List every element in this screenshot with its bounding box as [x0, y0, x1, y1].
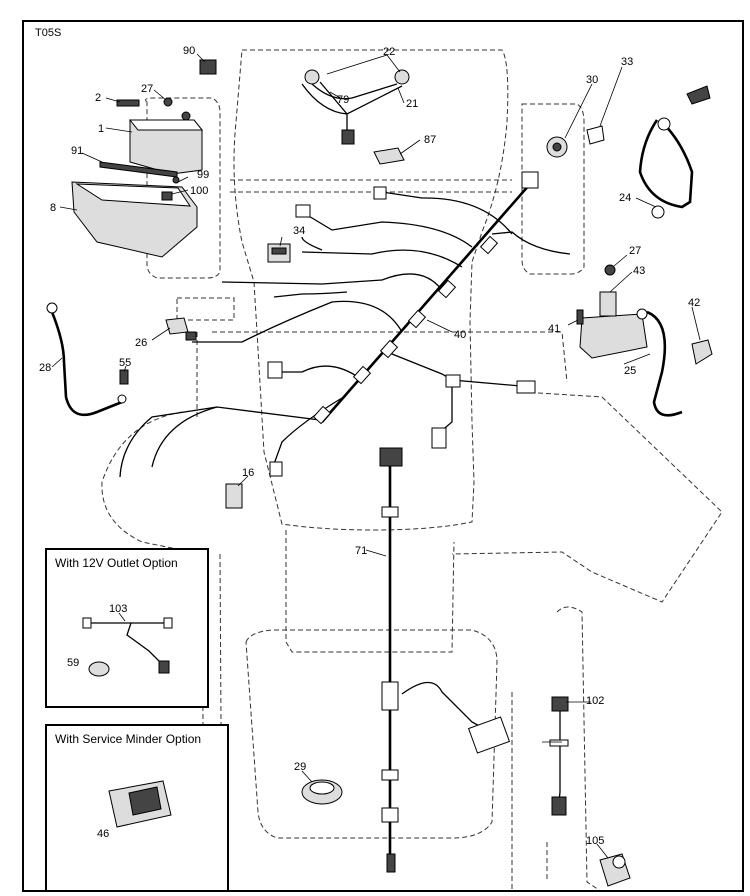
main-harness [119, 183, 571, 478]
leader-lines [51, 54, 701, 859]
part-102 [542, 696, 569, 816]
harness-clips [267, 171, 539, 477]
diagram-code: T05S [35, 27, 61, 39]
label-2: 2 [95, 92, 101, 104]
label-90: 90 [183, 45, 195, 57]
label-102: 102 [586, 695, 604, 707]
label-46: 46 [97, 828, 109, 840]
label-79: 79 [337, 94, 349, 106]
label-59: 59 [67, 657, 79, 669]
label-100: 100 [190, 185, 208, 197]
label-41: 41 [548, 323, 560, 335]
label-16: 16 [242, 467, 254, 479]
inset-12v-outlet-title: With 12V Outlet Option [55, 556, 178, 570]
part-26 [165, 317, 197, 341]
tractor-outline [101, 49, 723, 890]
label-71: 71 [355, 545, 367, 557]
inset-service-minder-title: With Service Minder Option [55, 732, 202, 746]
label-30: 30 [586, 74, 598, 86]
part-34 [267, 243, 291, 263]
inset-12v-outlet: With 12V Outlet Option 103 59 [45, 548, 209, 708]
label-8: 8 [50, 202, 56, 214]
label-33: 33 [621, 56, 633, 68]
part-105 [599, 853, 631, 887]
label-1: 1 [98, 123, 104, 135]
label-27a: 27 [141, 83, 153, 95]
label-22: 22 [383, 46, 395, 58]
label-25: 25 [624, 365, 636, 377]
label-87: 87 [424, 134, 436, 146]
label-91: 91 [71, 145, 83, 157]
inset-12v-outlet-drawing: 103 59 [67, 603, 173, 677]
inset-service-minder: With Service Minder Option 46 [45, 724, 229, 890]
ignition-switch [546, 125, 605, 158]
label-99: 99 [197, 169, 209, 181]
cable-24 [638, 85, 711, 219]
part-16 [225, 483, 243, 509]
part-29 [301, 779, 343, 805]
label-34: 34 [293, 225, 305, 237]
starter-solenoid [576, 264, 713, 417]
label-105: 105 [586, 835, 604, 847]
label-29: 29 [294, 761, 306, 773]
part-labels: 90 27 2 1 91 99 100 8 22 79 21 87 30 33 … [39, 45, 700, 847]
label-27b: 27 [629, 245, 641, 257]
label-21: 21 [406, 98, 418, 110]
harness-71 [379, 447, 511, 873]
part-90 [196, 53, 217, 75]
battery-assembly [71, 97, 204, 258]
diagram-frame: 90 27 2 1 91 99 100 8 22 79 21 87 30 33 … [22, 20, 744, 892]
part-87 [373, 147, 405, 165]
label-43: 43 [633, 265, 645, 277]
label-24: 24 [619, 192, 631, 204]
cable-28 [46, 302, 129, 417]
label-103: 103 [109, 603, 127, 615]
label-26: 26 [135, 337, 147, 349]
inset-service-minder-drawing: 46 [97, 780, 172, 840]
headlight-harness [301, 69, 410, 145]
label-55: 55 [119, 357, 131, 369]
label-42: 42 [688, 297, 700, 309]
label-28: 28 [39, 362, 51, 374]
wiring-diagram: 90 27 2 1 91 99 100 8 22 79 21 87 30 33 … [35, 27, 723, 890]
label-40: 40 [454, 329, 466, 341]
